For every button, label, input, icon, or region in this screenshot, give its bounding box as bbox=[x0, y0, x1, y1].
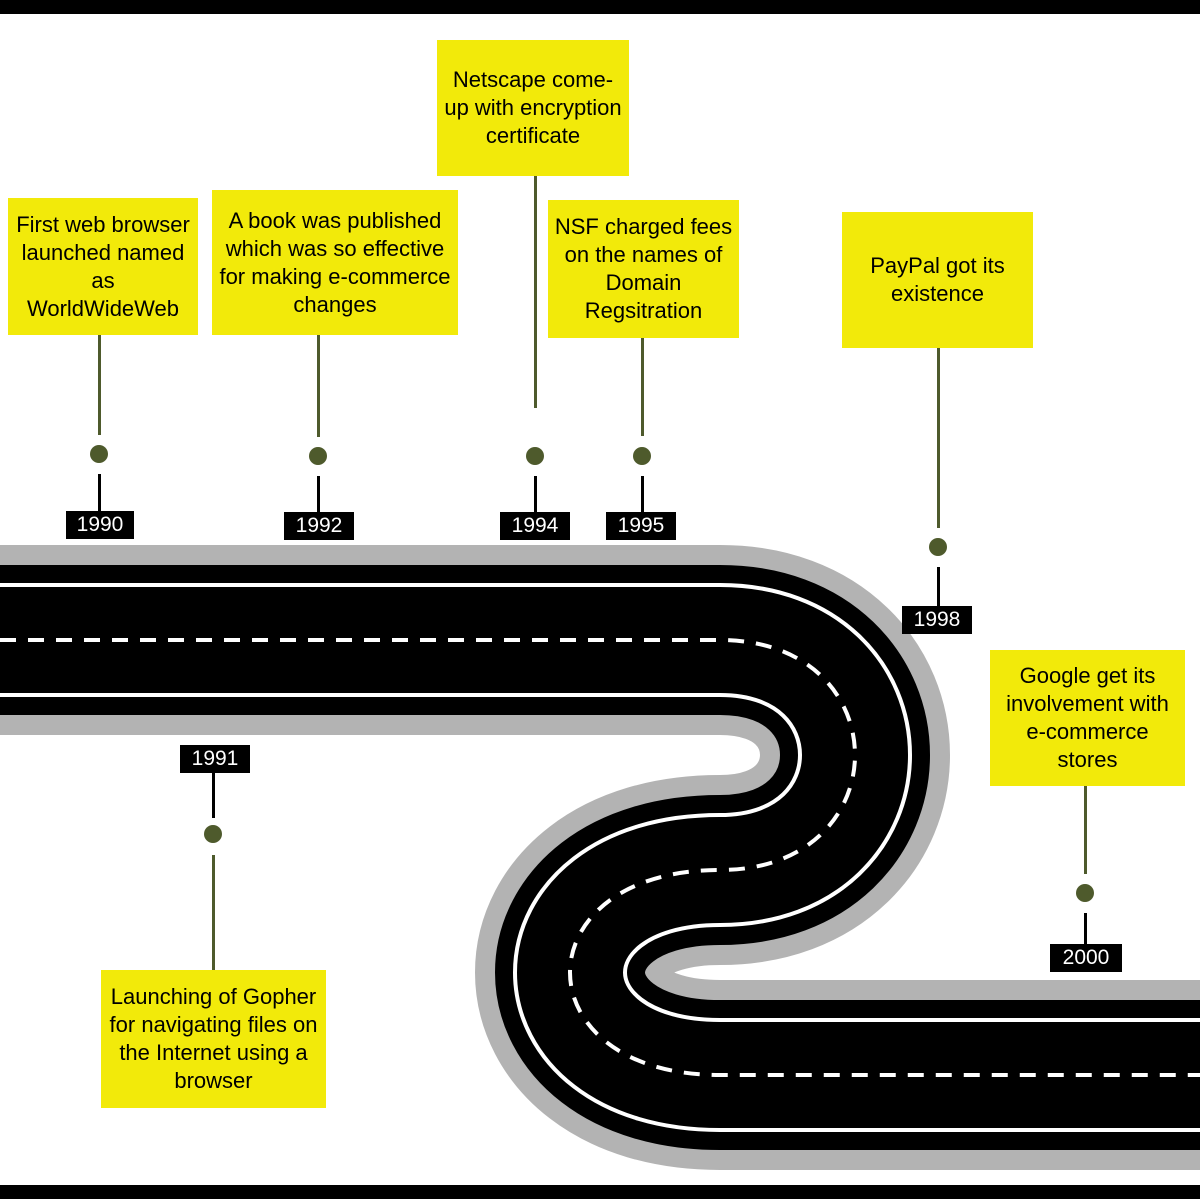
year-1998-tag: 1998 bbox=[902, 606, 972, 634]
event-2000-dot bbox=[1076, 884, 1094, 902]
event-1994-dot bbox=[526, 447, 544, 465]
event-1994-connector bbox=[534, 176, 537, 408]
event-2000-tick bbox=[1084, 913, 1087, 945]
event-1990-tick bbox=[98, 474, 101, 512]
year-1992-tag: 1992 bbox=[284, 512, 354, 540]
event-2000-text: Google get its involvement with e-commer… bbox=[1006, 663, 1169, 772]
event-1992-box: A book was published which was so effect… bbox=[212, 190, 458, 335]
event-1998-text: PayPal got its existence bbox=[870, 253, 1005, 306]
event-1991-tick bbox=[212, 773, 215, 818]
event-1995-connector bbox=[641, 338, 644, 436]
top-border bbox=[0, 0, 1200, 14]
event-1998-connector bbox=[937, 348, 940, 528]
event-1994-box: Netscape come-up with encryption certifi… bbox=[437, 40, 629, 176]
year-1994-tag: 1994 bbox=[500, 512, 570, 540]
event-1998-box: PayPal got its existence bbox=[842, 212, 1033, 348]
event-1990-text: First web browser launched named as Worl… bbox=[16, 211, 190, 321]
event-1992-tick bbox=[317, 476, 320, 514]
event-2000-connector bbox=[1084, 786, 1087, 874]
bottom-border bbox=[0, 1185, 1200, 1199]
event-1992-dot bbox=[309, 447, 327, 465]
event-1992-text: A book was published which was so effect… bbox=[219, 207, 451, 317]
event-1991-connector bbox=[212, 855, 215, 970]
event-1994-text: Netscape come-up with encryption certifi… bbox=[444, 67, 622, 148]
year-1991-tag: 1991 bbox=[180, 745, 250, 773]
event-1990-connector bbox=[98, 335, 101, 435]
event-1992-connector bbox=[317, 335, 320, 437]
event-1995-text: NSF charged fees on the names of Domain … bbox=[554, 214, 733, 323]
event-1991-box: Launching of Gopher for navigating files… bbox=[101, 970, 326, 1108]
event-1998-dot bbox=[929, 538, 947, 556]
event-2000-box: Google get its involvement with e-commer… bbox=[990, 650, 1185, 786]
year-2000-tag: 2000 bbox=[1050, 944, 1122, 972]
year-1990-tag: 1990 bbox=[66, 511, 134, 539]
year-1995-tag: 1995 bbox=[606, 512, 676, 540]
event-1991-dot bbox=[204, 825, 222, 843]
event-1994-tick bbox=[534, 476, 537, 514]
event-1995-tick bbox=[641, 476, 644, 514]
event-1990-dot bbox=[90, 445, 108, 463]
event-1995-box: NSF charged fees on the names of Domain … bbox=[548, 200, 739, 338]
road-center-dashes bbox=[0, 638, 1200, 1077]
event-1991-text: Launching of Gopher for navigating files… bbox=[109, 984, 318, 1093]
event-1998-tick bbox=[937, 567, 940, 607]
event-1990-box: First web browser launched named as Worl… bbox=[8, 198, 198, 335]
event-1995-dot bbox=[633, 447, 651, 465]
